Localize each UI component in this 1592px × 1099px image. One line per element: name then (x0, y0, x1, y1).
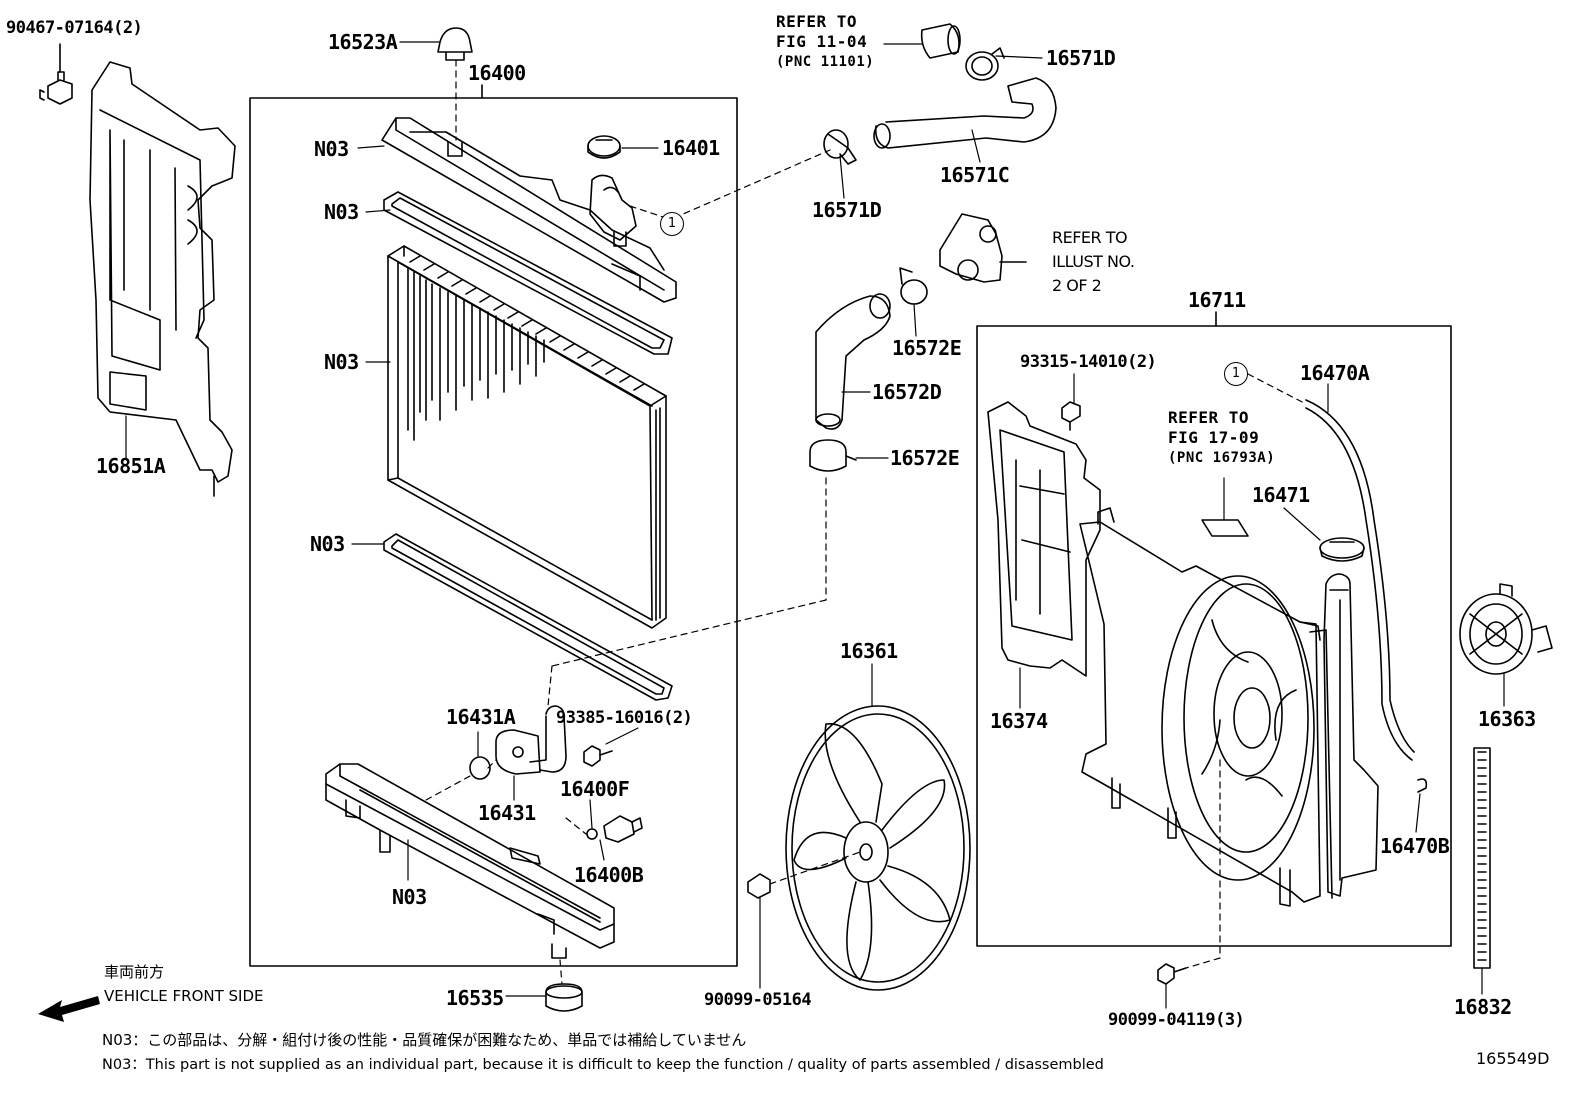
thermostat-housing-part (939, 213, 1027, 283)
front-side-jp: 車両前方 (104, 963, 165, 981)
fan-shroud-part (1079, 507, 1321, 907)
upper-tank-part (381, 117, 677, 303)
front-side-en: VEHICLE FRONT SIDE (104, 987, 264, 1005)
footnote-en: N03：This part is not supplied as an indi… (102, 1057, 1104, 1073)
label-93315: 93315-14010(2) (1020, 352, 1157, 372)
label-16572D: 16572D (872, 380, 942, 404)
label-16851A: 16851A (96, 454, 166, 478)
label-93385: 93385-16016(2) (556, 708, 693, 728)
label-16401: 16401 (662, 136, 720, 160)
o-ring-part (469, 756, 491, 780)
label-16471: 16471 (1252, 483, 1310, 507)
overflow-hose-part (1305, 399, 1415, 761)
fan-blade-part (785, 705, 971, 991)
label-n03-lower-gasket: N03 (310, 532, 345, 556)
label-16363: 16363 (1478, 707, 1536, 731)
ref1-line1: REFER TO (776, 12, 858, 31)
label-16400F: 16400F (560, 777, 630, 801)
diagram-id: 165549D (1476, 1049, 1550, 1068)
radiator-core-part (387, 245, 667, 629)
label-n03-upper-tank: N03 (314, 137, 349, 161)
label-16711: 16711 (1188, 288, 1246, 312)
ref1-line3: (PNC 11101) (776, 54, 875, 70)
label-16470B: 16470B (1380, 834, 1450, 858)
label-16374: 16374 (990, 709, 1048, 733)
label-16361: 16361 (840, 639, 898, 663)
nut-90099-05164-part (747, 873, 771, 899)
label-patch-part (1201, 519, 1249, 537)
ref2-line1: REFER TO (1052, 228, 1128, 247)
outlet-pipe-part (495, 705, 567, 775)
clamp-16571D-bottom-part (823, 129, 857, 165)
ref-illust-2-of-2: REFER TO ILLUST NO. 2 OF 2 (1052, 226, 1135, 298)
ref-fig-11-04: REFER TO FIG 11-04 (PNC 11101) (776, 12, 874, 72)
seal-strip-part (1473, 747, 1491, 969)
radiator-cap-part (587, 135, 621, 159)
ref3-line2: FIG 17-09 (1168, 428, 1260, 447)
fan-motor-part (1459, 583, 1553, 675)
bolt-90099-04119-part (1157, 963, 1187, 985)
upper-hose-part (873, 77, 1057, 149)
clip-16470B-part (1417, 778, 1428, 793)
bolt-93385-part (583, 745, 613, 767)
clamp-16571D-top-part (965, 47, 1005, 81)
fan-shroud-assembly-box (976, 325, 1452, 947)
label-n03-core: N03 (324, 350, 359, 374)
lower-gasket-part (383, 533, 673, 701)
label-16535: 16535 (446, 986, 504, 1010)
footnote-jp: N03：この部品は、分解・組付け後の性能・品質確保が困難なため、単品では補給して… (102, 1031, 747, 1049)
label-16832: 16832 (1454, 995, 1512, 1019)
hose-pipe-top-part (920, 23, 961, 59)
lower-hose-part (815, 293, 891, 430)
upper-gasket-part (383, 191, 673, 355)
label-16571D-bottom: 16571D (812, 198, 882, 222)
label-16571D-top: 16571D (1046, 46, 1116, 70)
clamp-16572E-top-part (899, 267, 928, 305)
rubber-mount-part (545, 983, 583, 1012)
reservoir-cap-part (1319, 537, 1365, 562)
side-deflector-part (89, 61, 236, 497)
shroud-side-part (987, 401, 1101, 677)
label-16431: 16431 (478, 801, 536, 825)
connection-marker-radiator: 1 (660, 212, 684, 236)
bolt-90467-part (39, 71, 73, 105)
ref2-line2: ILLUST NO. (1052, 252, 1135, 271)
front-arrow-icon (38, 996, 100, 1022)
ref3-line3: (PNC 16793A) (1168, 450, 1276, 466)
label-90099-05164: 90099-05164 (704, 990, 812, 1010)
reservoir-tank-part (1309, 573, 1379, 899)
label-n03-lower-tank: N03 (392, 885, 427, 909)
label-16572E-bottom: 16572E (890, 446, 960, 470)
ref-fig-17-09: REFER TO FIG 17-09 (PNC 16793A) (1168, 408, 1275, 468)
label-16400: 16400 (468, 61, 526, 85)
cap-16523A-part (437, 27, 473, 61)
label-16572E-top: 16572E (892, 336, 962, 360)
bolt-93315-part (1061, 401, 1081, 431)
ref3-line1: REFER TO (1168, 408, 1250, 427)
label-90467: 90467-07164(2) (6, 18, 143, 38)
label-16571C: 16571C (940, 163, 1010, 187)
radiator-assembly-box (249, 97, 738, 967)
connection-marker-reservoir: 1 (1224, 362, 1248, 386)
clamp-16572E-bottom-part (809, 439, 857, 472)
label-16431A: 16431A (446, 705, 516, 729)
drain-o-ring-part (586, 828, 598, 840)
lower-tank-part (325, 763, 615, 959)
ref2-line3: 2 OF 2 (1052, 276, 1102, 295)
drain-plug-part (603, 815, 643, 843)
label-n03-upper-gasket: N03 (324, 200, 359, 224)
label-90099-04119: 90099-04119(3) (1108, 1010, 1245, 1030)
label-16400B: 16400B (574, 863, 644, 887)
label-16523A: 16523A (328, 30, 398, 54)
ref1-line2: FIG 11-04 (776, 32, 868, 51)
label-16470A: 16470A (1300, 361, 1370, 385)
